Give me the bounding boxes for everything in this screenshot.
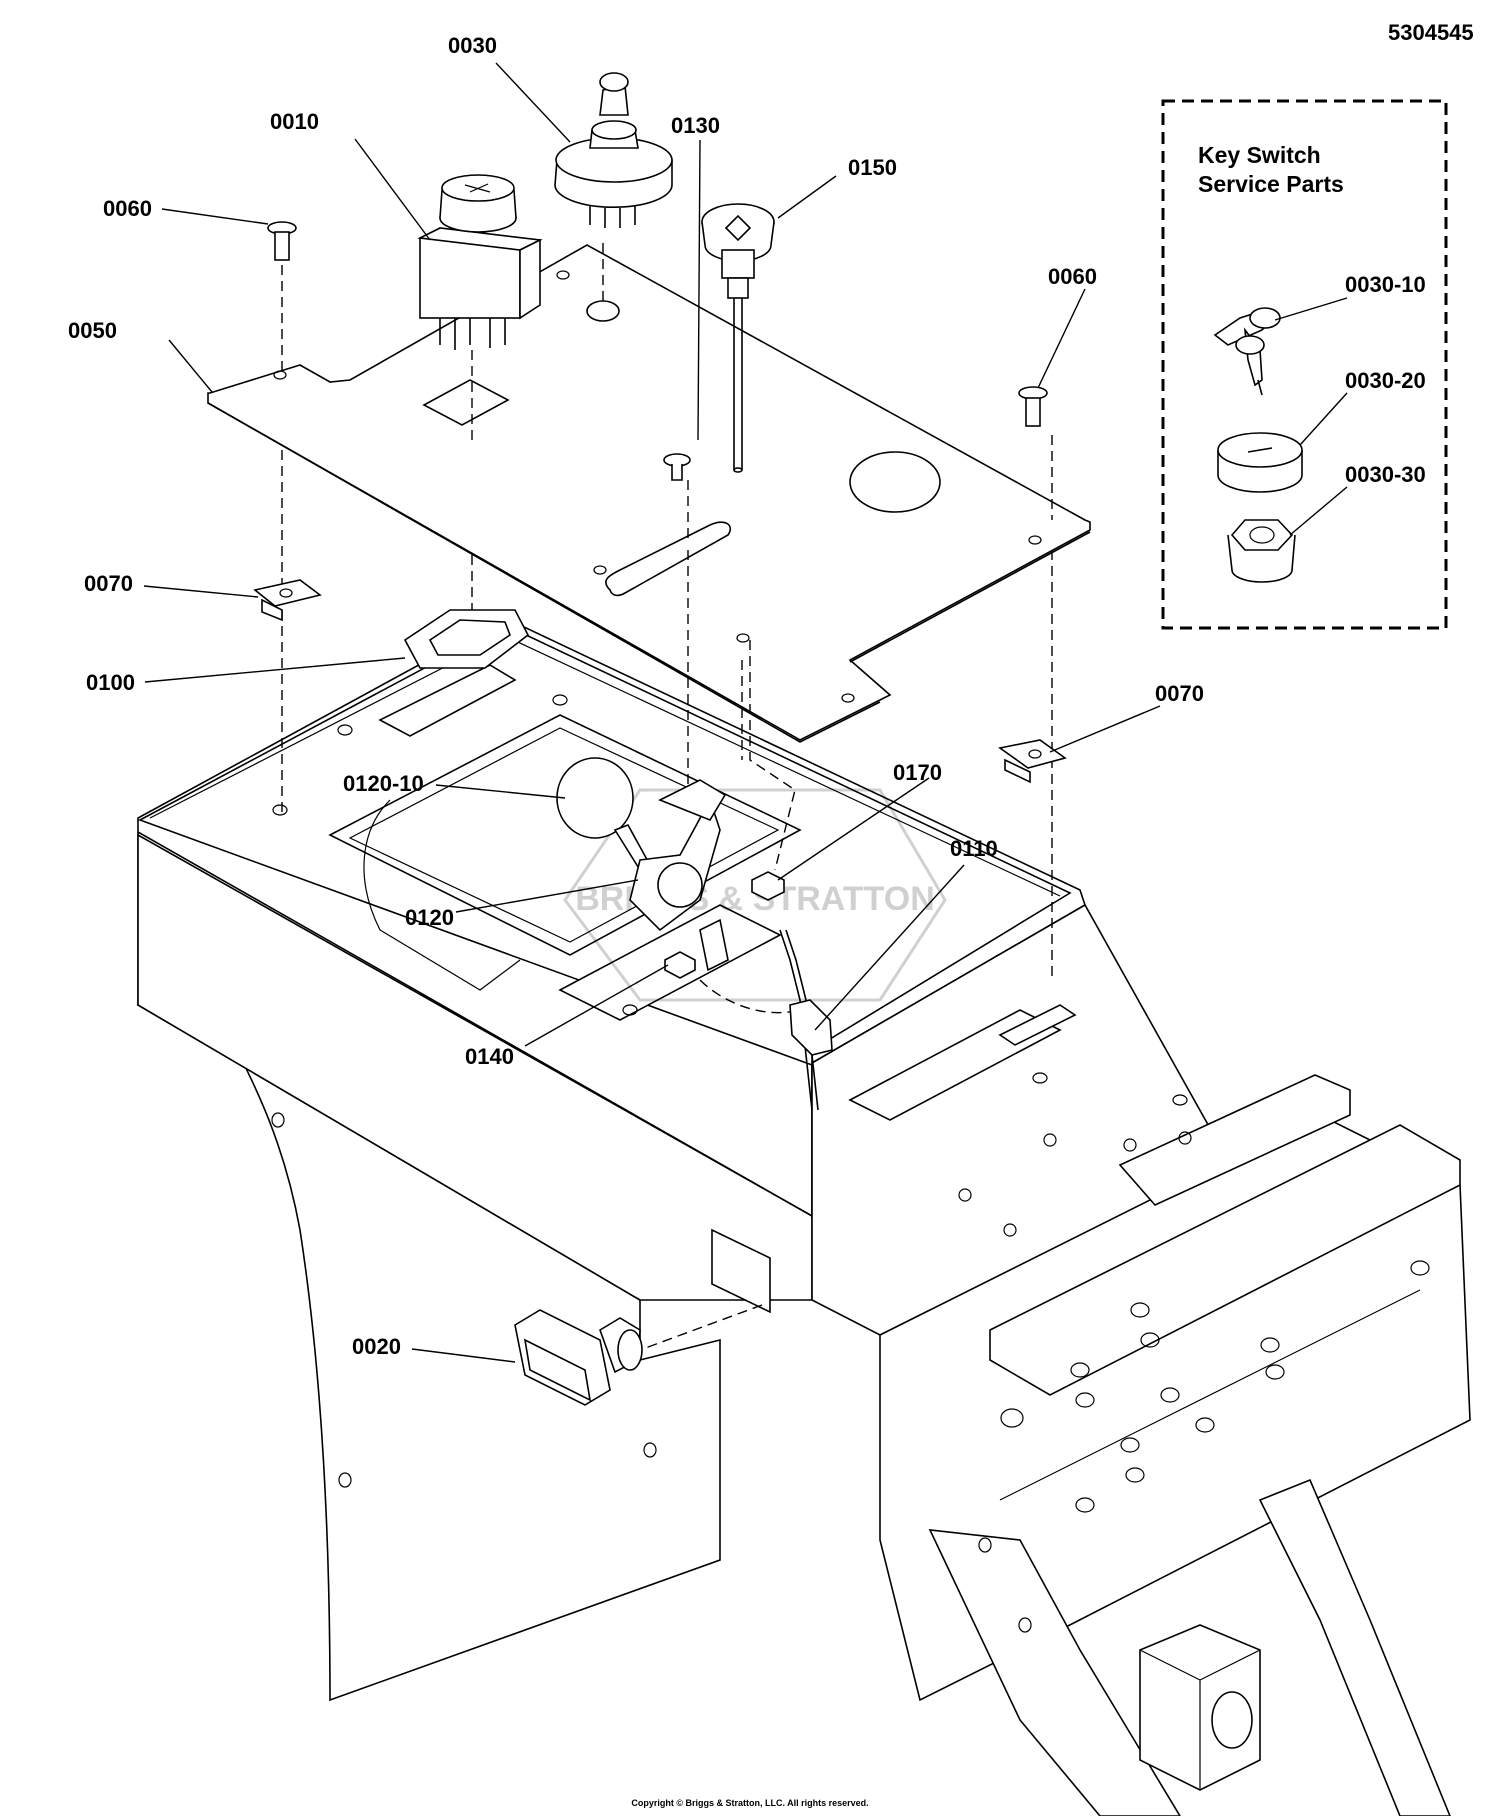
- callout-0130: 0130: [671, 113, 720, 138]
- callout-0140: 0140: [465, 1044, 514, 1069]
- callout-0030-10: 0030-10: [1345, 272, 1426, 297]
- screw-part-center: [663, 453, 691, 481]
- callout-0070-left: 0070: [84, 571, 133, 596]
- pto-switch-part: [417, 174, 543, 350]
- throttle-lever-part: [556, 757, 729, 972]
- diagram-number: 5304545: [1388, 20, 1474, 45]
- callout-0060-left: 0060: [103, 196, 152, 221]
- callout-0030-30: 0030-30: [1345, 462, 1426, 487]
- service-kit-title-line2: Service Parts: [1198, 171, 1344, 197]
- switch-bezel-part: [403, 609, 530, 669]
- key-switch-part: [554, 72, 673, 228]
- callout-0060-right: 0060: [1048, 264, 1097, 289]
- callout-0050: 0050: [68, 318, 117, 343]
- copyright-notice: Copyright © Briggs & Stratton, LLC. All …: [631, 1798, 869, 1808]
- callout-0120: 0120: [405, 905, 454, 930]
- service-kit-title-line1: Key Switch: [1198, 142, 1321, 168]
- screw-part-left: [267, 221, 297, 261]
- callout-0150: 0150: [848, 155, 897, 180]
- keys-part: [1213, 307, 1281, 396]
- callout-0030-20: 0030-20: [1345, 368, 1426, 393]
- callout-0010: 0010: [270, 109, 319, 134]
- service-kit-title: Key Switch Service Parts: [1198, 141, 1344, 199]
- callout-0020: 0020: [352, 1334, 401, 1359]
- screw-part-right: [1018, 386, 1048, 427]
- cable-knob-part: [701, 203, 775, 473]
- lock-nut-part: [664, 951, 696, 979]
- leader-lines: [143, 62, 1348, 1363]
- key-nut-part: [1227, 519, 1296, 583]
- callout-0120-10: 0120-10: [343, 771, 424, 796]
- callout-0030: 0030: [448, 33, 497, 58]
- callout-0110: 0110: [950, 836, 998, 861]
- callout-0100: 0100: [86, 670, 135, 695]
- mounting-plate: [207, 244, 1091, 743]
- clip-nut-right: [998, 739, 1067, 784]
- callout-0170: 0170: [893, 760, 942, 785]
- hex-nut-part: [751, 871, 785, 901]
- service-kit-box: [1161, 99, 1448, 630]
- hour-meter-part: [514, 1309, 643, 1406]
- frame-holes: [271, 694, 1430, 1633]
- cable-clip-part: [779, 929, 833, 1111]
- chassis-frame: BRIGGS & STRATTON: [136, 617, 1471, 1816]
- clip-nut-left: [253, 579, 322, 622]
- key-cap-part: [1217, 432, 1303, 493]
- callout-0070-right: 0070: [1155, 681, 1204, 706]
